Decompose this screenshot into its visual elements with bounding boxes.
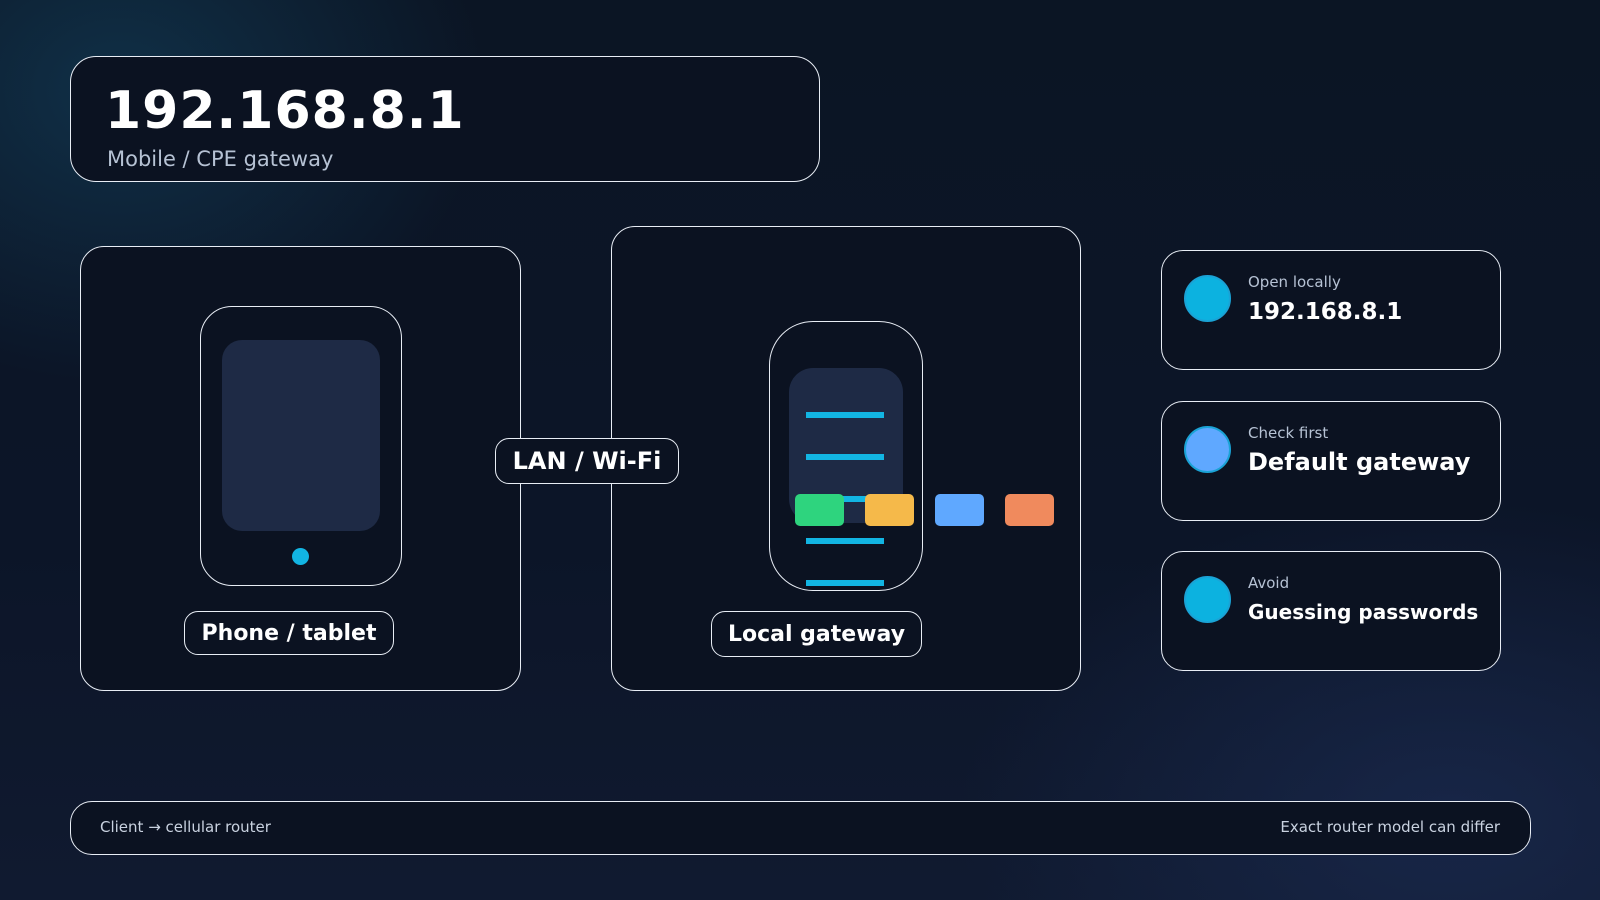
status-light-green xyxy=(795,494,844,526)
title-card: 192.168.8.1 Mobile / CPE gateway xyxy=(70,56,820,182)
info-card-value: Guessing passwords xyxy=(1248,600,1479,624)
status-dot-icon xyxy=(1184,275,1231,322)
router-indicator-line xyxy=(806,412,884,418)
status-light-blue xyxy=(935,494,984,526)
gateway-subtitle: Mobile / CPE gateway xyxy=(107,147,334,171)
status-dot-icon xyxy=(1184,426,1231,473)
footer-bar: Client → cellular router Exact router mo… xyxy=(70,801,1531,855)
info-card-open-locally: Open locally 192.168.8.1 xyxy=(1161,250,1501,370)
info-card-label: Open locally xyxy=(1248,273,1341,291)
link-label: LAN / Wi-Fi xyxy=(495,438,679,484)
info-card-value: Default gateway xyxy=(1248,448,1471,476)
phone-screen xyxy=(222,340,380,531)
status-light-yellow xyxy=(865,494,914,526)
info-card-label: Avoid xyxy=(1248,574,1290,592)
info-card-label: Check first xyxy=(1248,424,1329,442)
router-indicator-line xyxy=(806,496,884,502)
info-card-avoid: Avoid Guessing passwords xyxy=(1161,551,1501,671)
status-light-orange xyxy=(1005,494,1054,526)
router-indicator-line xyxy=(806,538,884,544)
router-indicator-line xyxy=(806,580,884,586)
router-indicator-line xyxy=(806,454,884,460)
gateway-label: Local gateway xyxy=(711,611,922,657)
client-label: Phone / tablet xyxy=(184,611,394,655)
gateway-ip-title: 192.168.8.1 xyxy=(105,81,465,141)
footer-left-text: Client → cellular router xyxy=(100,818,271,836)
info-card-value: 192.168.8.1 xyxy=(1248,299,1403,325)
phone-home-button xyxy=(292,548,309,565)
status-dot-icon xyxy=(1184,576,1231,623)
info-card-check-first: Check first Default gateway xyxy=(1161,401,1501,521)
footer-right-text: Exact router model can differ xyxy=(1280,818,1500,836)
